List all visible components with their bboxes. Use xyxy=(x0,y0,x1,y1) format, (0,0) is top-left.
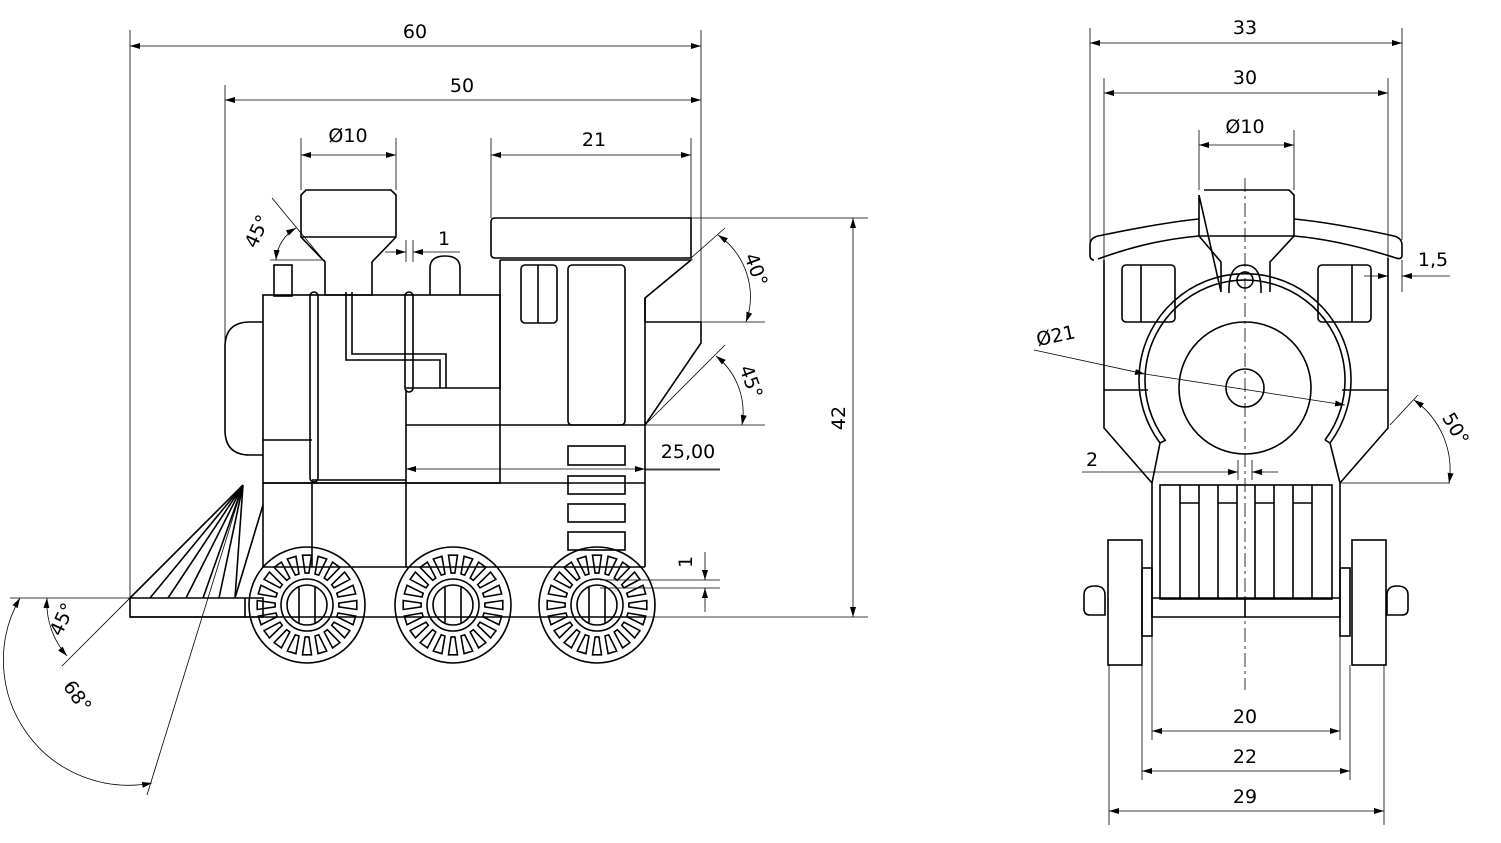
front-view: 33 30 Ø10 1,5 Ø21 2 50° 20 22 29 xyxy=(1033,17,1473,825)
wheel-left xyxy=(1107,539,1143,666)
locomotive-front xyxy=(1083,189,1409,666)
grille-bars xyxy=(1179,485,1313,598)
locomotive-side xyxy=(128,189,702,618)
cab xyxy=(406,259,702,426)
side-wheels xyxy=(248,546,656,664)
ladder xyxy=(567,445,626,551)
dim-body-length: 50 xyxy=(450,75,474,97)
dim-chimney-dia: Ø10 xyxy=(1225,116,1264,138)
dim-center-gap: 2 xyxy=(1086,449,1098,471)
cab-roof xyxy=(1089,218,1403,261)
steam-dome xyxy=(273,264,293,297)
dim-frame-length: 25,00 xyxy=(661,441,715,463)
dim-overall-length: 60 xyxy=(403,21,427,43)
extension-lines xyxy=(10,30,868,796)
dim-chimney-gap: 1 xyxy=(438,228,450,250)
cab-roof xyxy=(490,217,692,259)
dimension-lines xyxy=(3,43,856,788)
cab-door xyxy=(567,264,626,426)
dim-chimney-dia: Ø10 xyxy=(328,125,367,147)
extension-lines xyxy=(1089,28,1450,825)
dim-cab-top-angle: 40° xyxy=(740,250,772,289)
dim-roof-overhang: 1,5 xyxy=(1418,249,1448,271)
dim-cowcatcher-angle-b: 68° xyxy=(58,676,95,716)
dim-side-angle: 50° xyxy=(1437,409,1473,449)
wheel-right xyxy=(1351,539,1387,666)
boiler xyxy=(262,294,501,484)
wheel xyxy=(394,546,512,664)
chimney xyxy=(1198,189,1295,293)
window-right xyxy=(1317,264,1372,323)
dim-boiler-dia: Ø21 xyxy=(1034,321,1077,351)
dim-cab-bottom-angle: 45° xyxy=(735,362,767,401)
smokebox-hub xyxy=(1225,368,1265,408)
dimension-lines xyxy=(1033,40,1454,814)
axle-cap-right xyxy=(1386,585,1409,616)
wheel-outline xyxy=(538,546,656,664)
side-view: 60 50 Ø10 21 42 25,00 1 1 45° 40° 45° 45… xyxy=(3,21,868,796)
dim-cowcatcher-angle-a: 45° xyxy=(45,600,79,640)
smokebox-door xyxy=(1178,321,1312,455)
cab-window xyxy=(520,264,558,324)
wheel-outline xyxy=(394,546,512,664)
dim-cab-roof: 21 xyxy=(582,129,606,151)
wheel xyxy=(248,546,366,664)
axle-cap-left xyxy=(1083,585,1106,616)
dim-height: 42 xyxy=(828,406,850,430)
sand-dome xyxy=(429,255,461,295)
dim-chimney-angle: 45° xyxy=(240,212,274,252)
cab-body xyxy=(1103,258,1389,484)
dim-frame-width: 20 xyxy=(1233,706,1257,728)
grille xyxy=(1159,484,1333,600)
dim-axle-offset: 1 xyxy=(675,556,697,568)
dim-roof-width: 33 xyxy=(1233,17,1257,39)
dim-inner-wheel-width: 22 xyxy=(1233,746,1257,768)
wheel xyxy=(538,546,656,664)
chimney xyxy=(300,189,397,296)
wheel-outline xyxy=(248,546,366,664)
window-left xyxy=(1121,264,1176,323)
dim-outer-width: 29 xyxy=(1233,786,1257,808)
smokebox xyxy=(224,321,263,456)
cowcatcher xyxy=(128,484,264,618)
dim-cab-width: 30 xyxy=(1233,67,1257,89)
boiler-front xyxy=(1138,272,1352,484)
